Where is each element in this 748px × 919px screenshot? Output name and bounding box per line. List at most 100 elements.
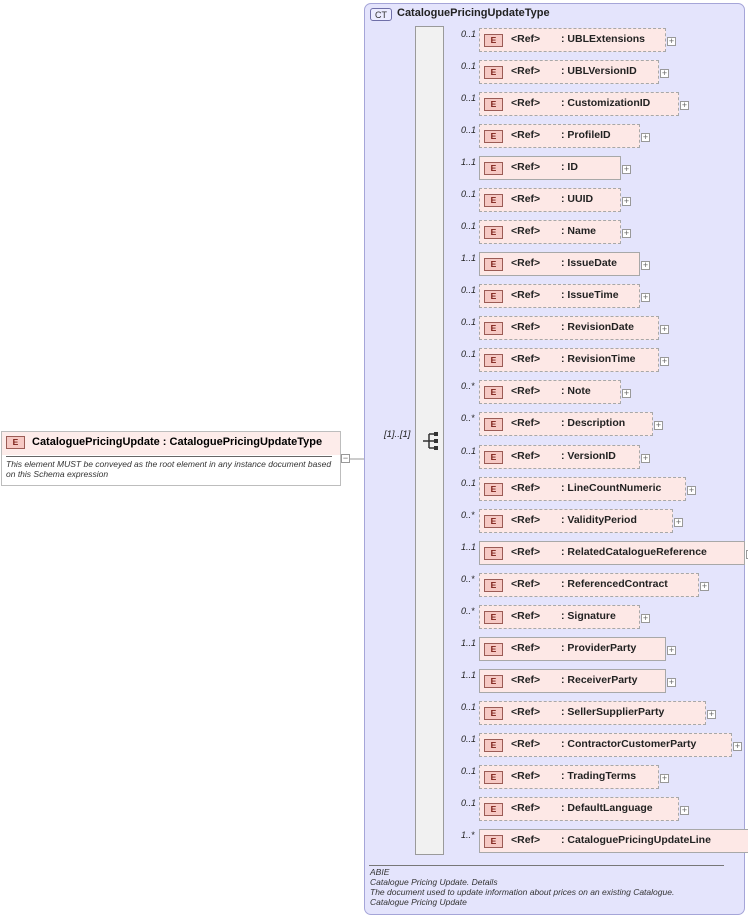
expand-icon[interactable]: +	[667, 36, 676, 46]
type-documentation: ABIE Catalogue Pricing Update. Details T…	[370, 867, 740, 907]
expand-icon[interactable]: +	[660, 324, 669, 334]
root-element-title: CataloguePricingUpdate : CataloguePricin…	[32, 436, 323, 448]
element-box[interactable]	[479, 829, 748, 853]
element-ref-label: <Ref>	[511, 129, 541, 141]
element-box[interactable]	[479, 252, 640, 276]
expand-icon[interactable]: +	[700, 581, 709, 591]
element-ref-label: <Ref>	[511, 642, 541, 654]
element-box[interactable]	[479, 541, 745, 565]
element-box[interactable]	[479, 348, 659, 372]
expand-icon[interactable]: +	[641, 613, 650, 623]
element-box[interactable]	[479, 733, 732, 757]
expand-icon[interactable]: +	[707, 709, 716, 719]
element-name: : UBLVersionID	[561, 65, 637, 77]
element-ref-label: <Ref>	[511, 514, 541, 526]
expand-icon[interactable]: +	[622, 164, 631, 174]
element-box[interactable]	[479, 605, 640, 629]
expand-icon[interactable]: +	[733, 741, 742, 751]
element-cardinality: 0..1	[461, 189, 477, 199]
element-box[interactable]	[479, 28, 666, 52]
element-ref-label: <Ref>	[511, 161, 541, 173]
element-box[interactable]	[479, 445, 640, 469]
element-cardinality: 1..1	[461, 157, 477, 167]
element-box[interactable]	[479, 573, 699, 597]
expand-icon[interactable]: +	[687, 485, 696, 495]
element-box[interactable]	[479, 477, 686, 501]
element-cardinality: 0..*	[461, 606, 475, 616]
element-name: : VersionID	[561, 450, 616, 462]
element-box[interactable]	[479, 509, 673, 533]
element-cardinality: 0..1	[461, 29, 477, 39]
expand-icon[interactable]: +	[622, 228, 631, 238]
expand-icon[interactable]: +	[674, 517, 683, 527]
element-box[interactable]	[479, 637, 666, 661]
root-element-header	[2, 432, 340, 455]
element-box[interactable]	[479, 92, 679, 116]
element-icon: E	[484, 194, 503, 207]
root-divider	[6, 456, 332, 457]
expand-icon[interactable]: +	[660, 356, 669, 366]
element-ref-label: <Ref>	[511, 385, 541, 397]
expand-icon[interactable]: +	[667, 677, 676, 687]
element-ref-label: <Ref>	[511, 193, 541, 205]
expand-icon[interactable]: +	[654, 420, 663, 430]
element-icon: E	[484, 771, 503, 784]
element-box[interactable]	[479, 156, 621, 180]
element-icon: E	[484, 322, 503, 335]
element-name: : SellerSupplierParty	[561, 706, 665, 718]
element-icon: E	[484, 451, 503, 464]
element-icon: E	[484, 130, 503, 143]
element-cardinality: 0..*	[461, 381, 475, 391]
complex-type-badge: CT	[370, 8, 392, 21]
element-name: : ProviderParty	[561, 642, 637, 654]
element-icon: E	[484, 66, 503, 79]
element-icon: E	[484, 98, 503, 111]
element-box[interactable]	[479, 797, 679, 821]
element-name: : DefaultLanguage	[561, 802, 653, 814]
element-cardinality: 0..1	[461, 478, 477, 488]
element-cardinality: 0..1	[461, 221, 477, 231]
element-name: : TradingTerms	[561, 770, 637, 782]
element-box[interactable]	[479, 669, 666, 693]
element-box[interactable]	[479, 284, 640, 308]
element-cardinality: 0..1	[461, 61, 477, 71]
element-cardinality: 0..1	[461, 125, 477, 135]
element-ref-label: <Ref>	[511, 802, 541, 814]
expand-icon[interactable]: +	[680, 805, 689, 815]
element-ref-label: <Ref>	[511, 546, 541, 558]
element-name: : RevisionDate	[561, 321, 634, 333]
element-ref-label: <Ref>	[511, 97, 541, 109]
element-name: : ID	[561, 161, 578, 173]
element-ref-label: <Ref>	[511, 674, 541, 686]
element-box[interactable]	[479, 701, 706, 725]
expand-icon[interactable]: +	[660, 68, 669, 78]
element-ref-label: <Ref>	[511, 738, 541, 750]
element-name: : Name	[561, 225, 597, 237]
expand-icon[interactable]: +	[622, 196, 631, 206]
element-box[interactable]	[479, 316, 659, 340]
element-cardinality: 1..1	[461, 253, 477, 263]
element-ref-label: <Ref>	[511, 353, 541, 365]
element-ref-label: <Ref>	[511, 65, 541, 77]
doc-line: Catalogue Pricing Update. Details	[370, 877, 498, 887]
element-name: : Description	[561, 417, 626, 429]
element-box[interactable]	[479, 124, 640, 148]
collapse-icon[interactable]: −	[341, 453, 350, 463]
element-box[interactable]	[479, 60, 659, 84]
expand-icon[interactable]: +	[641, 260, 650, 270]
expand-icon[interactable]: +	[641, 292, 650, 302]
element-ref-label: <Ref>	[511, 289, 541, 301]
expand-icon[interactable]: +	[680, 100, 689, 110]
element-cardinality: 0..1	[461, 798, 477, 808]
element-ref-label: <Ref>	[511, 706, 541, 718]
element-box[interactable]	[479, 765, 659, 789]
element-icon: E	[484, 483, 503, 496]
expand-icon[interactable]: +	[667, 645, 676, 655]
expand-icon[interactable]: +	[622, 388, 631, 398]
documentation-divider	[369, 865, 724, 866]
expand-icon[interactable]: +	[660, 773, 669, 783]
element-ref-label: <Ref>	[511, 33, 541, 45]
expand-icon[interactable]: +	[641, 453, 650, 463]
element-box[interactable]	[479, 412, 653, 436]
expand-icon[interactable]: +	[641, 132, 650, 142]
